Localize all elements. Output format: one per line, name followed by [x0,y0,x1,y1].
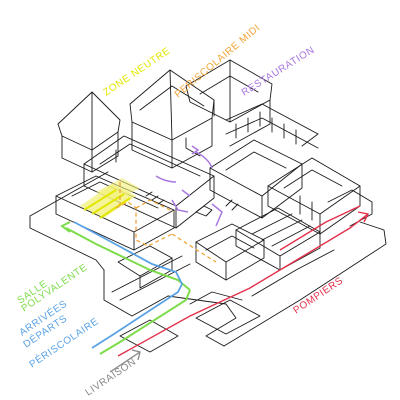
zone-neutre-highlight [80,178,140,219]
zone-neutre-label: ZONE NEUTRE [102,46,173,99]
restauration-label: RESTAURATION [240,45,317,99]
periscolaire-midi-route [115,182,217,263]
restauration-arrow-head [191,145,200,155]
livraison-route [109,349,141,373]
arrivees-departs-route [73,221,183,349]
pompiers-route [117,205,370,357]
building-sketch [29,59,387,353]
pompiers-label: POMPIERS [292,275,346,316]
livraison-arrow-head [131,349,141,361]
restauration-arrows [155,145,223,227]
pompiers-arrow-head [357,211,370,223]
livraison-label: LIVRAISON [84,357,139,399]
